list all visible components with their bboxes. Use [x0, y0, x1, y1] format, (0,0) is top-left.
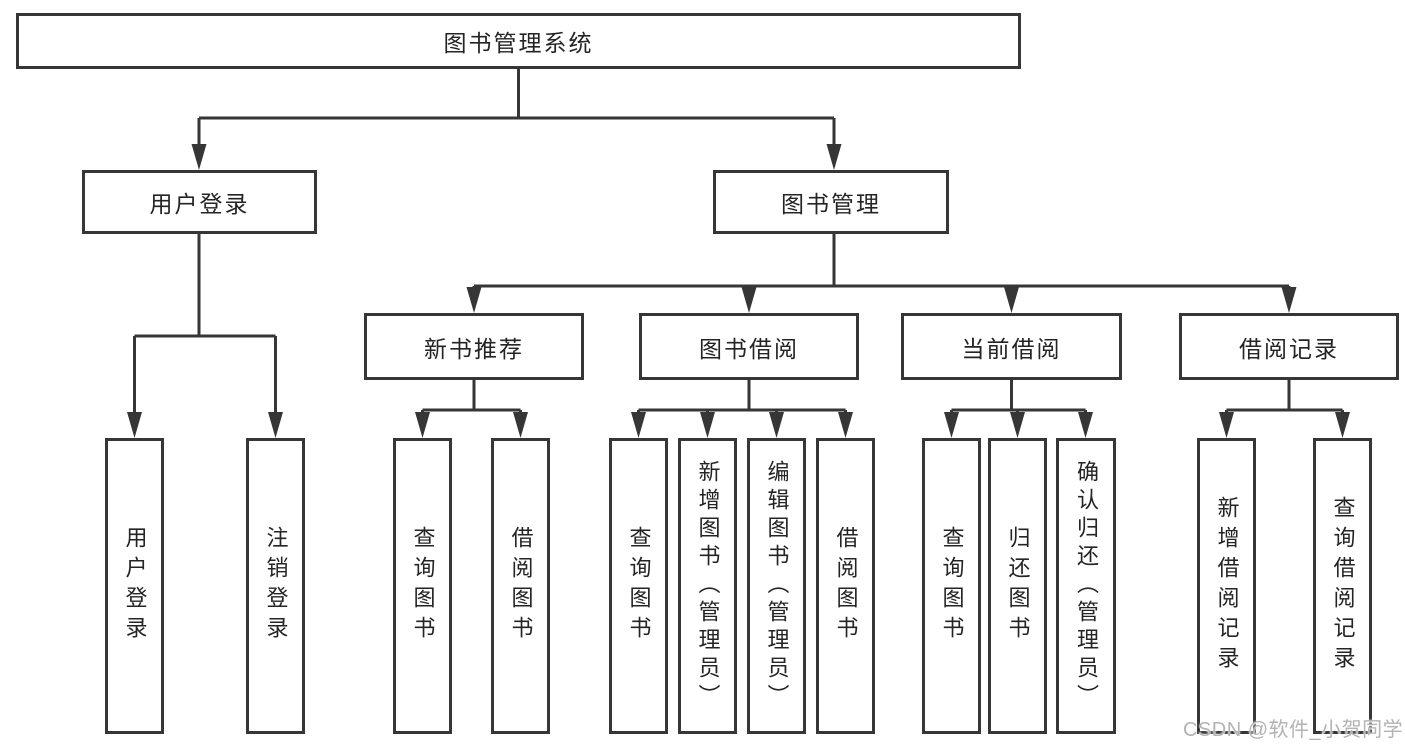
leaf-query-books-recommend-label: 查询图书: [410, 526, 436, 646]
leaf-user-login: 用户登录: [105, 438, 164, 734]
leaf-add-books-admin: 新增图书（管理员）: [678, 438, 737, 734]
leaf-add-books-admin-label: 新增图书（管理员）: [695, 460, 721, 712]
node-root: 图书管理系统: [16, 13, 1021, 69]
node-book-management: 图书管理: [713, 170, 949, 234]
leaf-borrow-books-label: 借阅图书: [833, 526, 859, 646]
leaf-return-books-label: 归还图书: [1005, 526, 1031, 646]
watermark: CSDN @软件_小贺同学: [1183, 719, 1404, 741]
node-user-login: 用户登录: [82, 170, 317, 234]
node-borrowing-records-label: 借阅记录: [1239, 335, 1339, 362]
node-new-book-recommendation-label: 新书推荐: [424, 335, 524, 362]
leaf-return-books: 归还图书: [988, 438, 1047, 734]
node-book-management-label: 图书管理: [781, 191, 881, 217]
leaf-logout: 注销登录: [246, 438, 305, 734]
leaf-query-borrow-record-label: 查询借阅记录: [1330, 496, 1356, 676]
node-borrowing-records: 借阅记录: [1179, 313, 1399, 380]
leaf-query-books-borrow-label: 查询图书: [626, 526, 652, 646]
leaf-borrow-books-recommend: 借阅图书: [491, 438, 550, 734]
leaf-borrow-books-recommend-label: 借阅图书: [508, 526, 534, 646]
node-book-borrowing: 图书借阅: [639, 313, 859, 380]
leaf-confirm-return-admin-label: 确认归还（管理员）: [1074, 460, 1099, 712]
leaf-confirm-return-admin: 确认归还（管理员）: [1056, 438, 1116, 734]
node-current-borrowing: 当前借阅: [901, 313, 1122, 380]
leaf-query-books-current: 查询图书: [922, 438, 981, 734]
node-current-borrowing-label: 当前借阅: [961, 335, 1062, 362]
leaf-add-borrow-record-label: 新增借阅记录: [1214, 496, 1240, 676]
node-new-book-recommendation: 新书推荐: [364, 313, 584, 380]
leaf-query-books-recommend: 查询图书: [393, 438, 452, 734]
node-root-label: 图书管理系统: [443, 30, 594, 56]
leaf-query-books-borrow: 查询图书: [609, 438, 668, 734]
leaf-query-books-current-label: 查询图书: [939, 526, 965, 646]
leaf-edit-books-admin-label: 编辑图书（管理员）: [764, 460, 790, 712]
leaf-add-borrow-record: 新增借阅记录: [1197, 438, 1256, 734]
leaf-query-borrow-record: 查询借阅记录: [1313, 438, 1372, 734]
node-book-borrowing-label: 图书借阅: [699, 335, 799, 362]
leaf-borrow-books: 借阅图书: [816, 438, 875, 734]
leaf-user-login-label: 用户登录: [122, 526, 148, 646]
node-user-login-label: 用户登录: [149, 191, 250, 217]
leaf-edit-books-admin: 编辑图书（管理员）: [747, 438, 806, 734]
leaf-logout-label: 注销登录: [263, 526, 289, 646]
